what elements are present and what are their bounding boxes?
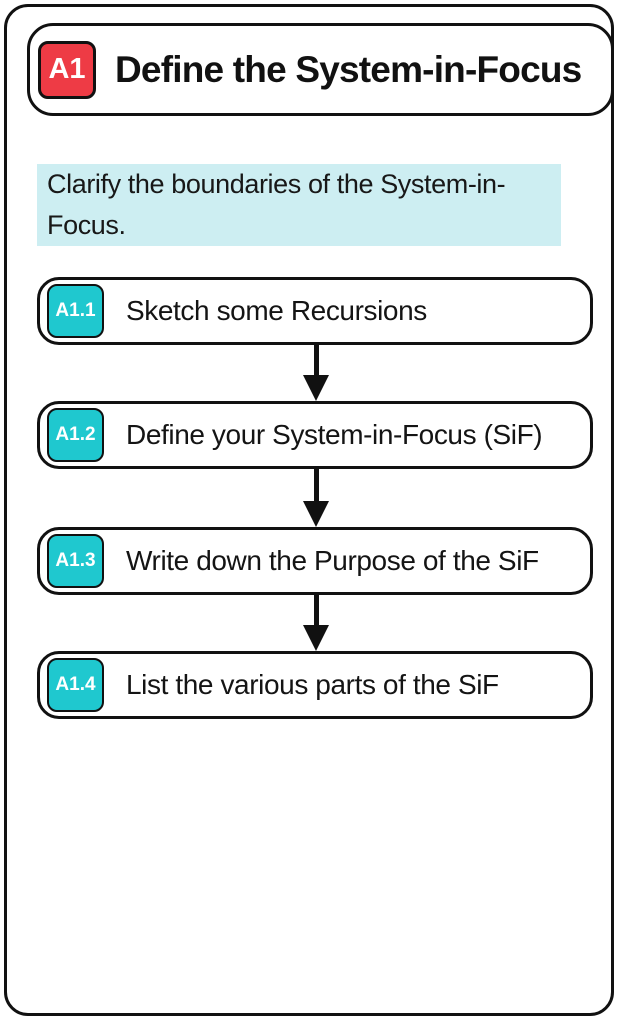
arrow-down-icon bbox=[302, 595, 330, 651]
arrow-head bbox=[303, 375, 329, 401]
header-box: A1 Define the System-in-Focus bbox=[27, 23, 614, 116]
arrow-down-icon bbox=[302, 469, 330, 527]
page-title: Define the System-in-Focus bbox=[115, 48, 582, 90]
intro-line-1: Clarify the boundaries of the System-in- bbox=[47, 169, 506, 199]
step-box-a1-2: A1.2 Define your System-in-Focus (SiF) bbox=[37, 401, 593, 469]
step-label-a1-2: Define your System-in-Focus (SiF) bbox=[126, 419, 543, 450]
arrow-down-icon bbox=[302, 345, 330, 401]
intro-highlight-text: Clarify the boundaries of the System-in-… bbox=[37, 164, 561, 246]
step-label-a1-4: List the various parts of the SiF bbox=[126, 669, 499, 700]
arrow-shaft bbox=[313, 595, 319, 626]
step-badge-a1-1: A1.1 bbox=[47, 284, 104, 338]
arrow-shaft bbox=[313, 345, 319, 376]
arrow-shaft bbox=[313, 469, 319, 502]
step-badge-a1-3: A1.3 bbox=[47, 534, 104, 588]
step-label-a1-3: Write down the Purpose of the SiF bbox=[126, 545, 539, 576]
arrow-head bbox=[303, 625, 329, 651]
step-box-a1-1: A1.1 Sketch some Recursions bbox=[37, 277, 593, 345]
outer-frame: A1 Define the System-in-Focus Clarify th… bbox=[4, 4, 614, 1016]
step-badge-a1-2: A1.2 bbox=[47, 408, 104, 462]
intro-line-2: Focus. bbox=[47, 210, 126, 240]
step-label-a1-1: Sketch some Recursions bbox=[126, 295, 427, 326]
step-box-a1-4: A1.4 List the various parts of the SiF bbox=[37, 651, 593, 719]
step-badge-a1-4: A1.4 bbox=[47, 658, 104, 712]
arrow-head bbox=[303, 501, 329, 527]
header-badge: A1 bbox=[38, 40, 96, 99]
step-box-a1-3: A1.3 Write down the Purpose of the SiF bbox=[37, 527, 593, 595]
